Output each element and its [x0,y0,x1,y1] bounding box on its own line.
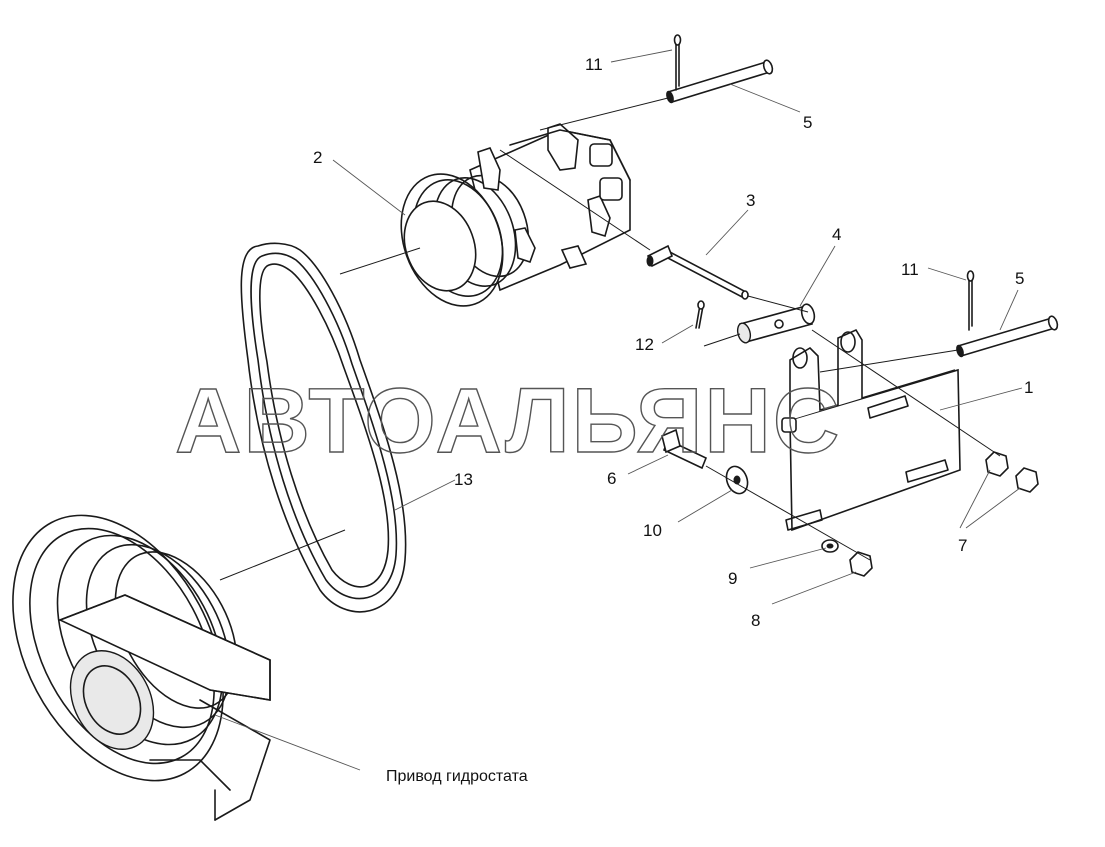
callout-leaders [214,49,1023,771]
bushing [736,303,816,344]
callout-2: 2 [313,148,322,167]
t-pin [646,244,749,300]
cotter-pin-right [966,270,975,331]
nut-pair [985,451,1039,493]
callout-1: 1 [1024,378,1033,397]
callout-7: 7 [958,536,967,555]
hydrostat-drive-pulley [12,514,271,821]
callout-4: 4 [832,225,841,244]
callout-10: 10 [643,521,662,540]
pin-right [819,315,1059,373]
pin-top [539,59,774,131]
callout-labels: 11 5 2 3 4 11 5 12 1 13 6 10 7 9 8 [313,55,1033,630]
callout-5-top: 5 [803,113,812,132]
spring-washer [821,539,839,553]
compressor [400,123,631,307]
cotter-pin-mid [695,300,705,329]
callout-6: 6 [607,469,616,488]
callout-11-right: 11 [901,260,919,279]
callout-5-right: 5 [1015,269,1024,288]
watermark-text: АВТОАЛЬЯНС [175,370,841,472]
callout-8: 8 [751,611,760,630]
callout-12: 12 [635,335,654,354]
callout-11-top: 11 [585,55,603,74]
callout-3: 3 [746,191,755,210]
bolt [661,428,708,470]
callout-13: 13 [454,470,473,489]
assembly-axes [219,149,1001,581]
cotter-pin-top [673,34,682,91]
nut-lower [849,551,873,577]
callout-9: 9 [728,569,737,588]
drive-belt [240,242,407,613]
mounting-bracket [781,328,961,532]
hydrostat-drive-caption: Привод гидростата [386,768,528,785]
